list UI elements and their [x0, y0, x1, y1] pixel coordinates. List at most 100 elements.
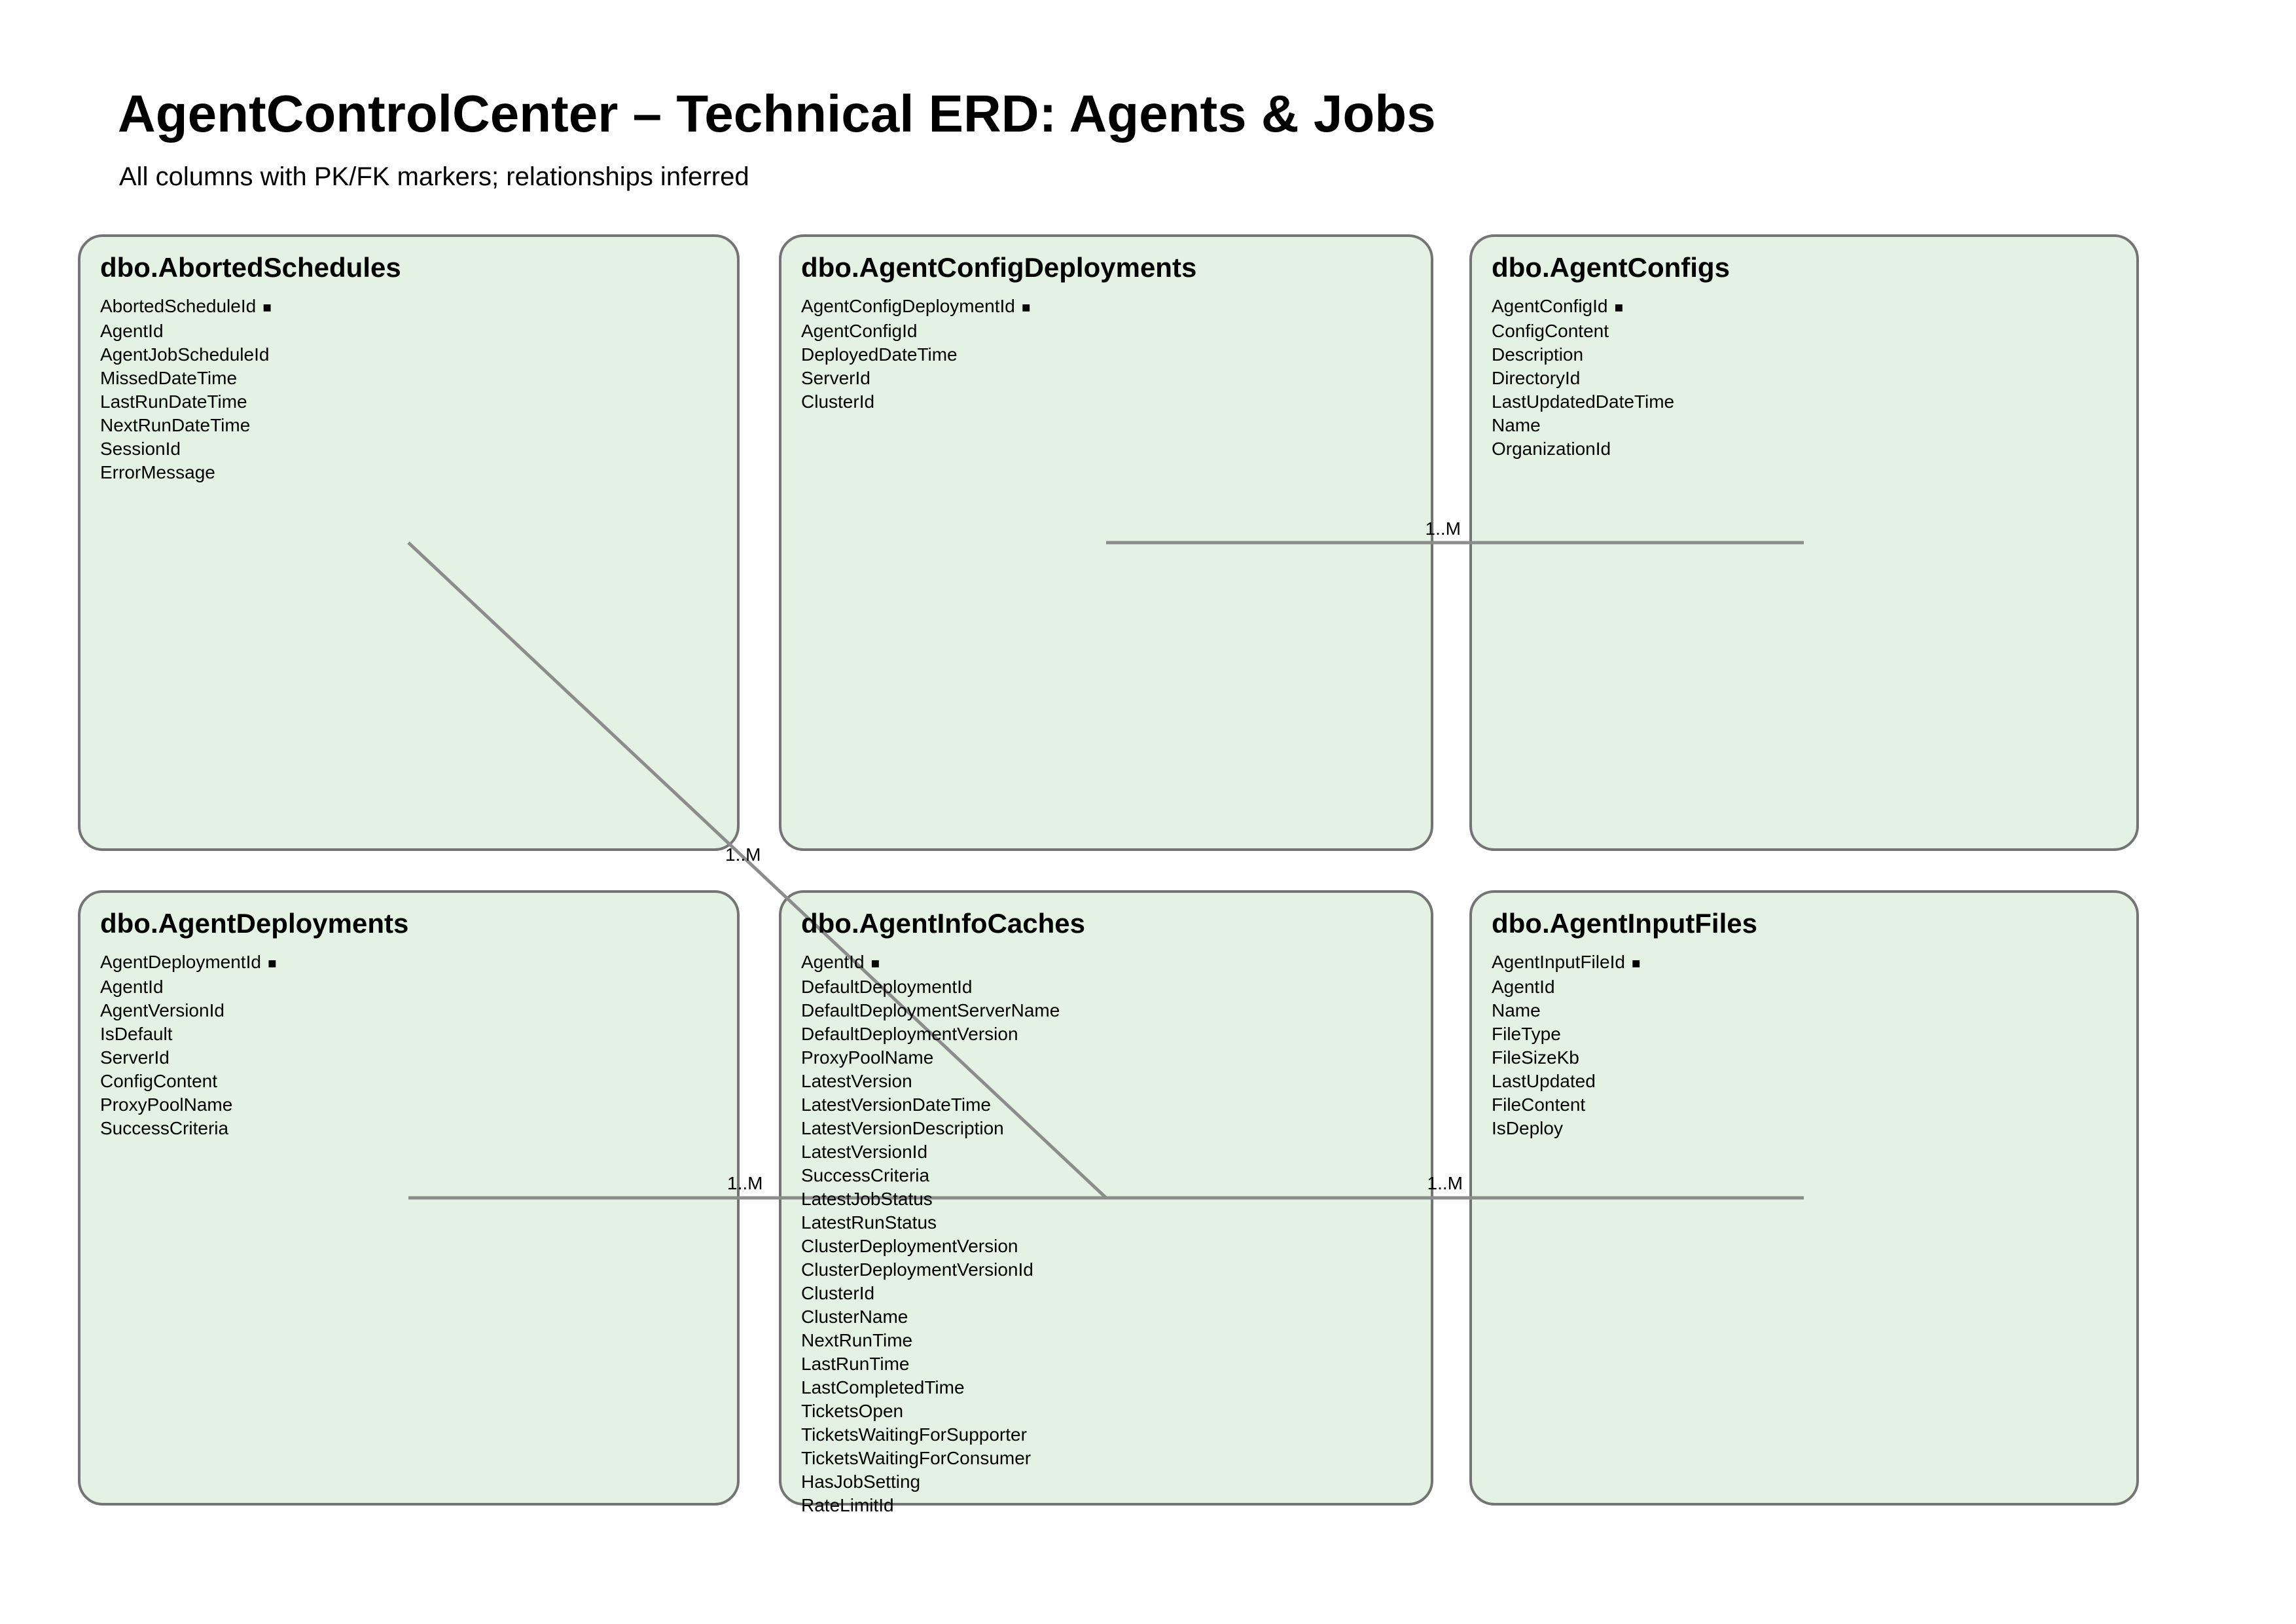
column-name: FileType	[1492, 1024, 1561, 1044]
column-row: Name	[1492, 999, 2117, 1022]
column-name: LastUpdated	[1492, 1071, 1596, 1091]
column-row: TicketsOpen	[801, 1399, 1411, 1423]
primary-key-icon: ■	[870, 955, 880, 971]
column-name: SuccessCriteria	[801, 1165, 930, 1185]
column-name: FileContent	[1492, 1094, 1586, 1115]
primary-key-icon: ■	[1021, 299, 1031, 316]
primary-key-icon: ■	[267, 955, 277, 971]
column-row: SessionId	[100, 437, 717, 461]
entity-title: dbo.AgentConfigDeployments	[801, 252, 1197, 283]
page-subtitle: All columns with PK/FK markers; relation…	[119, 162, 749, 191]
column-name: AgentConfigDeploymentId	[801, 296, 1015, 316]
column-name: AgentId	[100, 977, 164, 997]
column-name: ServerId	[801, 368, 870, 388]
cardinality-label: 1..M	[727, 1173, 763, 1193]
cardinality-label: 1..M	[1425, 518, 1461, 539]
column-name: LatestVersionDateTime	[801, 1094, 991, 1115]
column-row: SuccessCriteria	[100, 1117, 717, 1140]
column-name: OrganizationId	[1492, 439, 1611, 459]
column-row: ClusterName	[801, 1305, 1411, 1329]
column-row: ServerId	[100, 1046, 717, 1070]
column-name: AgentVersionId	[100, 1000, 224, 1020]
column-row: AgentConfigId	[801, 319, 1411, 343]
column-row: FileType	[1492, 1022, 2117, 1046]
column-row: AgentId	[1492, 975, 2117, 999]
column-name: ServerId	[100, 1047, 170, 1068]
column-name: AgentId	[801, 952, 865, 972]
column-name: LatestVersionDescription	[801, 1118, 1004, 1138]
entity-agent-info-caches: dbo.AgentInfoCaches AgentId■DefaultDeplo…	[779, 890, 1433, 1534]
column-row: MissedDateTime	[100, 367, 717, 390]
entity-agent-input-files: dbo.AgentInputFiles AgentInputFileId■Age…	[1469, 890, 2139, 1157]
column-row: LatestVersionDateTime	[801, 1093, 1411, 1117]
column-name: ClusterName	[801, 1307, 908, 1327]
column-name: DefaultDeploymentVersion	[801, 1024, 1018, 1044]
column-row: ProxyPoolName	[801, 1046, 1411, 1070]
column-name: AbortedScheduleId	[100, 296, 257, 316]
column-row: LatestVersion	[801, 1070, 1411, 1093]
column-name: AgentJobScheduleId	[100, 344, 270, 365]
column-row: LastRunTime	[801, 1352, 1411, 1376]
column-name: TicketsOpen	[801, 1401, 904, 1421]
column-name: TicketsWaitingForSupporter	[801, 1424, 1027, 1445]
column-row: Name	[1492, 414, 2117, 437]
column-name: ClusterDeploymentVersionId	[801, 1259, 1033, 1280]
column-name: Description	[1492, 344, 1584, 365]
column-row: ServerId	[801, 367, 1411, 390]
primary-key-icon: ■	[1631, 955, 1641, 971]
column-row: LastCompletedTime	[801, 1376, 1411, 1399]
column-row: DefaultDeploymentId	[801, 975, 1411, 999]
column-row: AgentJobScheduleId	[100, 343, 717, 367]
column-row: ProxyPoolName	[100, 1093, 717, 1117]
column-row: NextRunDateTime	[100, 414, 717, 437]
column-row: DefaultDeploymentVersion	[801, 1022, 1411, 1046]
column-row: AgentId	[100, 975, 717, 999]
column-row: AgentInputFileId■	[1492, 950, 2117, 975]
entity-agent-configs: dbo.AgentConfigs AgentConfigId■ConfigCon…	[1469, 234, 2139, 478]
column-name: MissedDateTime	[100, 368, 238, 388]
column-name: DeployedDateTime	[801, 344, 958, 365]
page-title: AgentControlCenter – Technical ERD: Agen…	[118, 84, 1436, 143]
column-row: ClusterDeploymentVersion	[801, 1235, 1411, 1258]
column-row: ErrorMessage	[100, 461, 717, 484]
column-row: IsDeploy	[1492, 1117, 2117, 1140]
column-row: LatestVersionDescription	[801, 1117, 1411, 1140]
column-row: ClusterId	[801, 1282, 1411, 1305]
column-name: LastRunDateTime	[100, 391, 247, 412]
column-name: LatestJobStatus	[801, 1189, 933, 1209]
column-name: AgentConfigId	[1492, 296, 1608, 316]
column-row: LastUpdated	[1492, 1070, 2117, 1093]
column-row: ClusterId	[801, 390, 1411, 414]
column-name: LastRunTime	[801, 1354, 910, 1374]
column-row: AgentId ■	[801, 950, 1411, 975]
column-row: AgentVersionId	[100, 999, 717, 1022]
entity-title: dbo.AgentDeployments	[100, 908, 409, 939]
primary-key-icon: ■	[1614, 299, 1623, 316]
column-name: IsDeploy	[1492, 1118, 1563, 1138]
column-row: ClusterDeploymentVersionId	[801, 1258, 1411, 1282]
primary-key-icon: ■	[262, 299, 272, 316]
column-row: IsDefault	[100, 1022, 717, 1046]
column-row: LastRunDateTime	[100, 390, 717, 414]
column-name: FileSizeKb	[1492, 1047, 1579, 1068]
column-row: AgentId	[100, 319, 717, 343]
column-name: ClusterDeploymentVersion	[801, 1236, 1018, 1256]
column-row: RateLimitId	[801, 1494, 1411, 1517]
column-row: TicketsWaitingForConsumer	[801, 1447, 1411, 1470]
column-row: FileContent	[1492, 1093, 2117, 1117]
column-name: SuccessCriteria	[100, 1118, 229, 1138]
column-name: TicketsWaitingForConsumer	[801, 1448, 1031, 1468]
column-row: AgentDeploymentId■	[100, 950, 717, 975]
column-name: SessionId	[100, 439, 181, 459]
column-name: LastCompletedTime	[801, 1377, 965, 1398]
column-name: LatestRunStatus	[801, 1212, 937, 1233]
column-name: LastUpdatedDateTime	[1492, 391, 1675, 412]
column-name: DefaultDeploymentServerName	[801, 1000, 1060, 1020]
column-name: NextRunTime	[801, 1330, 913, 1350]
column-row: Description	[1492, 343, 2117, 367]
